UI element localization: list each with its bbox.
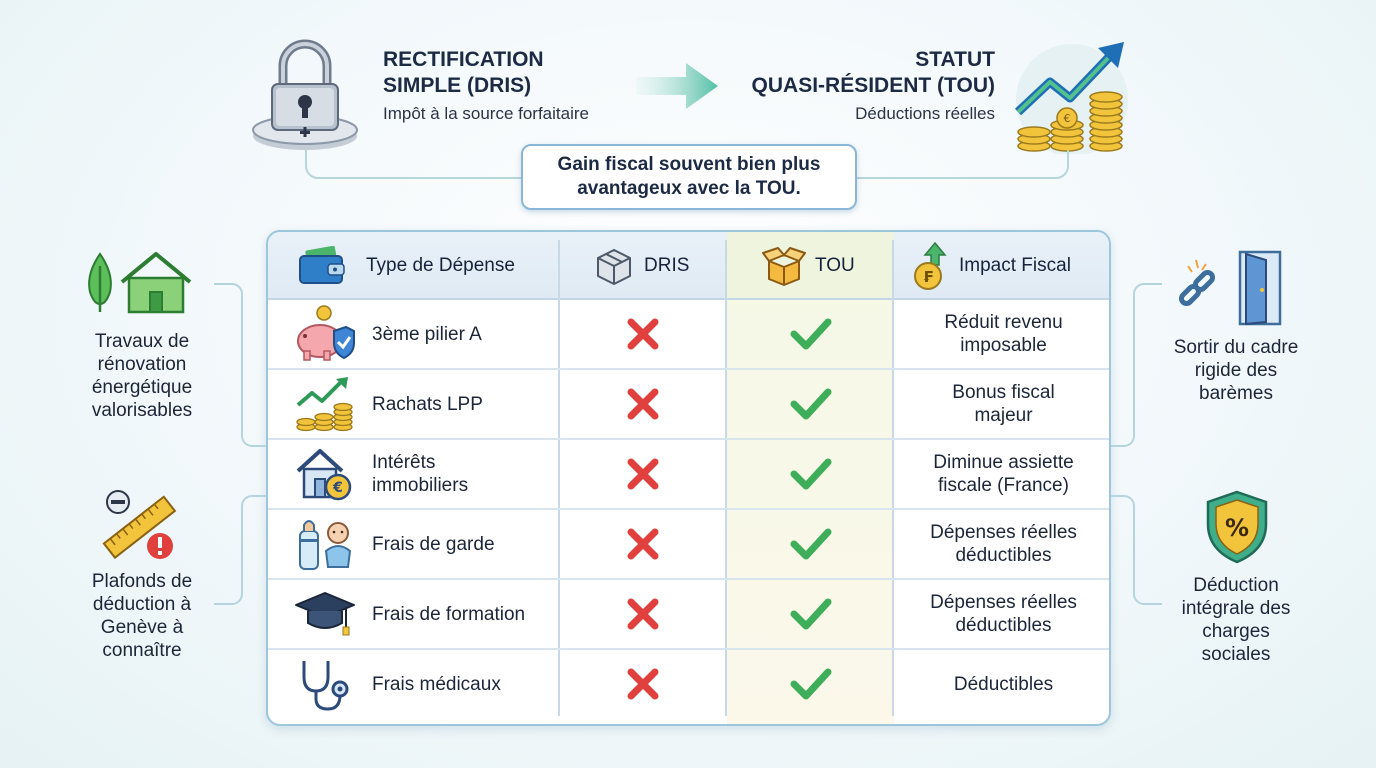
cross-icon — [625, 666, 661, 702]
gain-connector — [0, 0, 1376, 200]
dris-subtitle: Impôt à la source forfaitaire — [383, 104, 589, 123]
lock-coin-icon — [250, 36, 360, 156]
side-note-left-top: Travaux de rénovation énergétique valori… — [91, 331, 193, 421]
column-header-dris: DRIS — [594, 232, 689, 300]
growth-coins-icon — [294, 370, 356, 438]
cross-icon — [625, 316, 661, 352]
svg-text:₣: ₣ — [923, 268, 933, 286]
dris-title: RECTIFICATION SIMPLE (DRIS) — [383, 48, 544, 97]
column-divider — [558, 240, 560, 716]
comparison-table: Type de Dépense DRIS TOU ₣ — [266, 230, 1111, 726]
column-header-type: Type de Dépense — [298, 232, 515, 300]
check-icon — [790, 666, 832, 702]
svg-text:€: € — [1064, 112, 1071, 125]
cross-icon — [625, 596, 661, 632]
piggy-bank-icon — [294, 300, 356, 368]
wallet-icon — [298, 246, 346, 286]
stethoscope-icon — [294, 650, 356, 718]
gain-callout: Gain fiscal souvent bien plus avantageux… — [521, 144, 857, 210]
row-label: Frais de garde — [372, 533, 495, 555]
column-header-impact: ₣ Impact Fiscal — [913, 232, 1071, 300]
tou-subtitle: Déductions réelles — [855, 104, 995, 123]
tree-house-icon — [84, 250, 200, 316]
box-icon — [594, 246, 634, 286]
tou-title: STATUT QUASI-RÉSIDENT (TOU) — [751, 48, 995, 97]
side-note-right-top: Sortir du cadre rigide des barèmes — [1173, 337, 1299, 404]
cross-icon — [625, 386, 661, 422]
growth-coins-icon: € — [1012, 38, 1132, 154]
arrow-right-icon — [636, 60, 722, 112]
house-euro-icon: € — [294, 440, 356, 508]
svg-text:%: % — [1225, 514, 1249, 542]
check-icon — [790, 596, 832, 632]
open-box-icon — [761, 245, 807, 287]
check-icon — [790, 316, 832, 352]
check-icon — [790, 456, 832, 492]
cross-icon — [625, 526, 661, 562]
side-note-right-bottom: Déduction intégrale des charges sociales — [1181, 575, 1291, 665]
side-note-left-bottom: Plafonds de déduction à Genève à connaît… — [91, 571, 193, 661]
row-label: 3ème pilier A — [372, 323, 482, 345]
row-label: Frais de formation — [372, 603, 526, 625]
table-header — [268, 232, 1109, 300]
impact-cell: Déductibles — [953, 673, 1054, 695]
check-icon — [790, 526, 832, 562]
ruler-warning-icon — [100, 488, 182, 564]
check-icon — [790, 386, 832, 422]
franc-up-icon: ₣ — [913, 241, 951, 291]
baby-bottle-icon — [294, 510, 356, 578]
graduation-cap-icon — [294, 580, 356, 648]
svg-text:€: € — [332, 480, 343, 496]
broken-chain-door-icon — [1176, 246, 1286, 328]
row-label: Rachats LPP — [372, 393, 483, 415]
row-label: Frais médicaux — [372, 673, 501, 695]
column-header-tou: TOU — [761, 232, 855, 300]
shield-percent-icon: % — [1204, 488, 1270, 564]
column-divider — [892, 240, 894, 716]
column-divider — [725, 240, 727, 716]
cross-icon — [625, 456, 661, 492]
